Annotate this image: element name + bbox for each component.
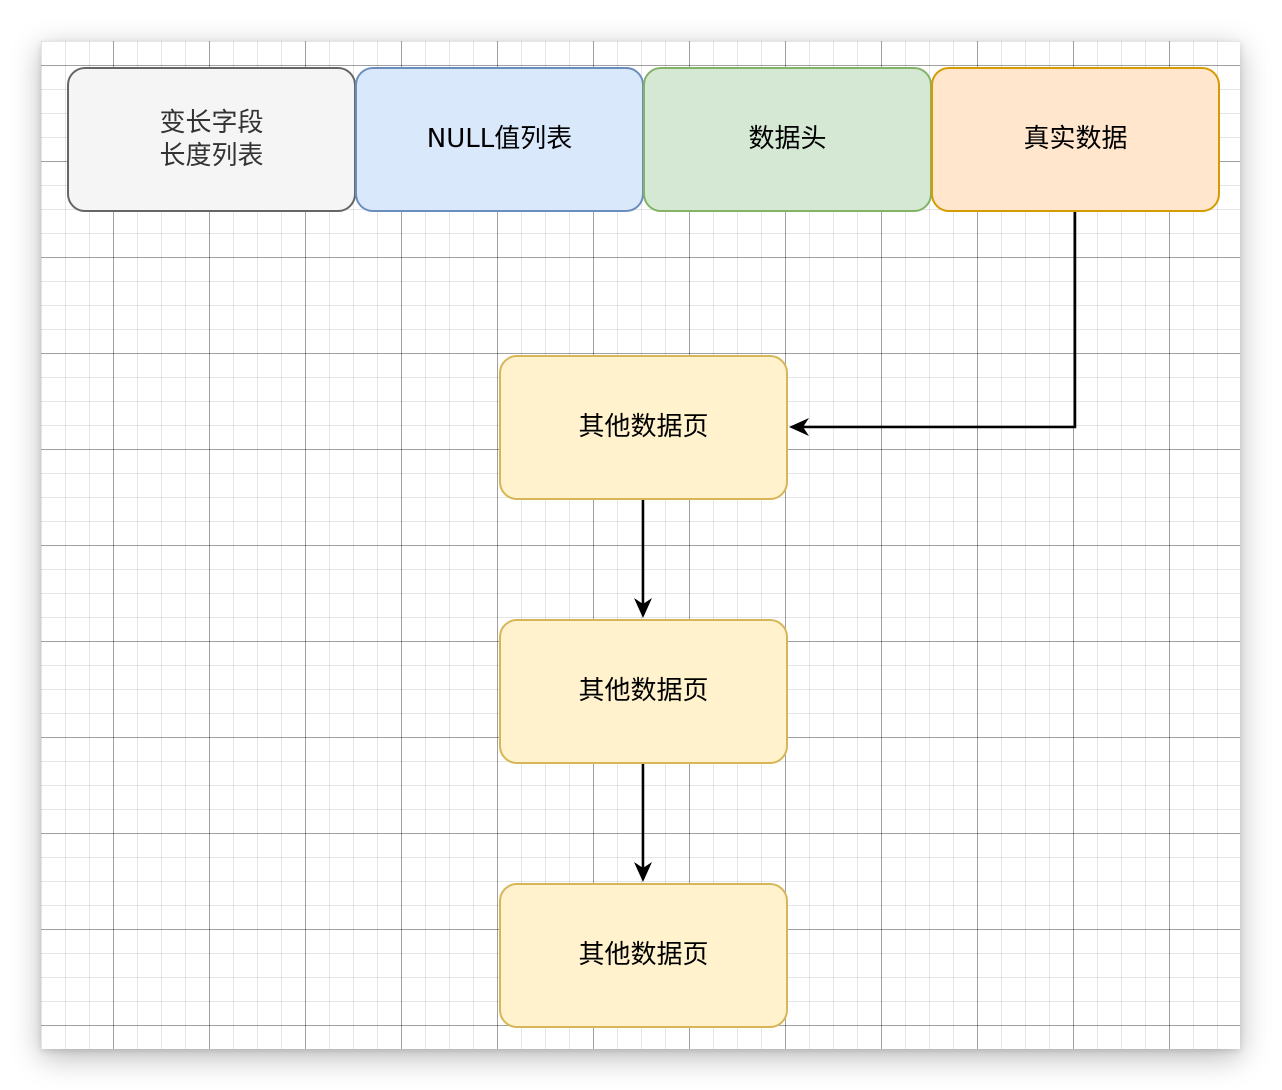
node-null-list[interactable]: NULL值列表 [355,67,644,212]
node-overflow-page-1[interactable]: 其他数据页 [499,355,788,500]
node-overflow-page-2[interactable]: 其他数据页 [499,619,788,764]
node-real-data[interactable]: 真实数据 [931,67,1220,212]
node-overflow-page-3[interactable]: 其他数据页 [499,883,788,1028]
node-var-length-list[interactable]: 变长字段 长度列表 [67,67,356,212]
node-data-header[interactable]: 数据头 [643,67,932,212]
